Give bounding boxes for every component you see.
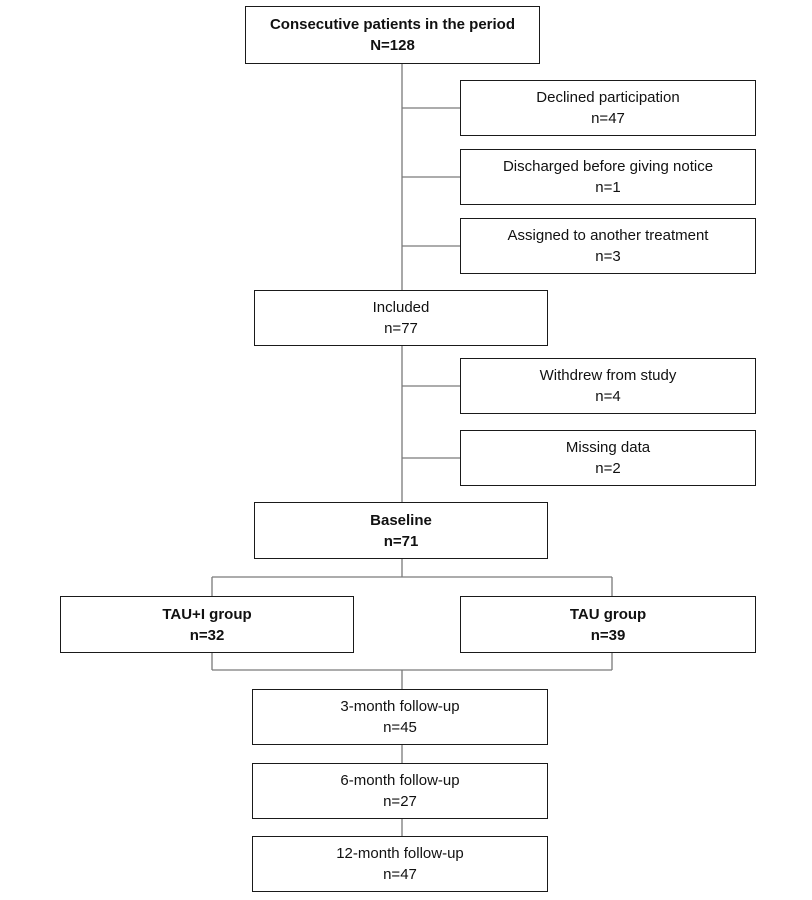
box-count: n=4 bbox=[595, 388, 621, 405]
box-discharged-before-notice: Discharged before giving notice n=1 bbox=[460, 149, 756, 205]
box-label: TAU+I group bbox=[162, 605, 252, 623]
box-withdrew-from-study: Withdrew from study n=4 bbox=[460, 358, 756, 414]
box-tau-group: TAU group n=39 bbox=[460, 596, 756, 653]
box-included: Included n=77 bbox=[254, 290, 548, 346]
box-label: Declined participation bbox=[536, 89, 680, 106]
box-count: n=1 bbox=[595, 179, 621, 196]
box-count: n=27 bbox=[383, 793, 417, 810]
box-label: Missing data bbox=[565, 439, 651, 456]
box-label: 12-month follow-up bbox=[336, 845, 464, 862]
box-assigned-another-treatment: Assigned to another treatment n=3 bbox=[460, 218, 756, 274]
box-label: 6-month follow-up bbox=[340, 772, 460, 789]
box-count: n=77 bbox=[384, 320, 418, 337]
box-label: Assigned to another treatment bbox=[507, 227, 709, 244]
box-taui-group: TAU+I group n=32 bbox=[60, 596, 354, 653]
box-label: Discharged before giving notice bbox=[502, 158, 714, 175]
box-consecutive-patients: Consecutive patients in the period N=128 bbox=[245, 6, 540, 64]
box-count: n=47 bbox=[591, 110, 625, 127]
box-baseline: Baseline n=71 bbox=[254, 502, 548, 559]
box-label: Consecutive patients in the period bbox=[269, 16, 516, 33]
box-label: 3-month follow-up bbox=[340, 698, 460, 715]
box-label: TAU group bbox=[569, 605, 647, 623]
box-6-month-follow-up: 6-month follow-up n=27 bbox=[252, 763, 548, 819]
box-count: n=32 bbox=[189, 626, 225, 644]
box-count: n=45 bbox=[383, 719, 417, 736]
box-count: n=47 bbox=[383, 866, 417, 883]
box-missing-data: Missing data n=2 bbox=[460, 430, 756, 486]
box-label: Baseline bbox=[370, 511, 432, 529]
box-label: Included bbox=[372, 299, 430, 316]
box-count: n=3 bbox=[595, 248, 621, 265]
box-3-month-follow-up: 3-month follow-up n=45 bbox=[252, 689, 548, 745]
box-count: n=2 bbox=[595, 460, 621, 477]
box-declined-participation: Declined participation n=47 bbox=[460, 80, 756, 136]
box-label: Withdrew from study bbox=[539, 367, 677, 384]
box-count: N=128 bbox=[370, 37, 415, 54]
box-count: n=39 bbox=[590, 626, 626, 644]
box-count: n=71 bbox=[383, 532, 419, 550]
box-12-month-follow-up: 12-month follow-up n=47 bbox=[252, 836, 548, 892]
